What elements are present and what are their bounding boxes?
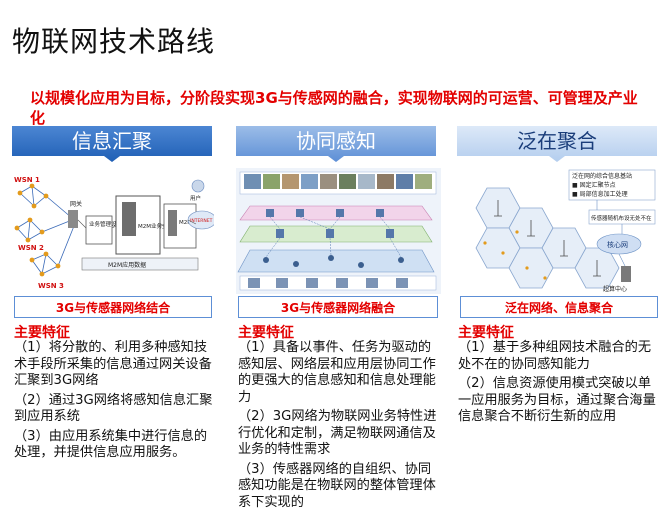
banner-label: 信息汇聚 xyxy=(72,129,152,153)
feature-item: （1）将分散的、利用多种感知技术手段所采集的信息通过网关设备汇聚到3G网络 xyxy=(14,340,212,388)
features-heading-2: 主要特征 xyxy=(238,325,294,341)
feature-item: （2）3G网络为物联网业务特性进行优化和定制，满足物联网通信及业务的特性需求 xyxy=(238,409,437,457)
diagram-ubiquitous-aggregation: 泛在网的综合信息基站 ■ 固定汇聚节点 ■ 局部信息加工处理 传感器随机布设无处… xyxy=(457,168,659,294)
user-label: 用户 xyxy=(190,194,201,202)
feature-item: （1）基于多种组网技术融合的无处不在的协同感知能力 xyxy=(458,340,652,372)
features-list-1: （1）将分散的、利用多种感知技术手段所采集的信息通过网关设备汇聚到3G网络 （2… xyxy=(14,340,214,465)
features-heading-1: 主要特征 xyxy=(14,325,70,341)
network-layer-plate xyxy=(239,225,433,243)
banner-ubiquitous-aggregation: 泛在聚合 xyxy=(457,126,657,162)
diagram-collaborative-sensing xyxy=(236,168,441,294)
callout-base-station: 泛在网的综合信息基站 xyxy=(572,172,632,180)
user-icon xyxy=(191,179,205,193)
feature-item: （2）信息资源使用模式突破以单一应用服务为目标，通过聚合海量信息聚合不断衍生新的… xyxy=(458,376,656,424)
features-list-3: （1）基于多种组网技术融合的无处不在的协同感知能力 （2）信息资源使用模式突破以… xyxy=(458,340,658,429)
features-list-2: （1）具备以事件、任务为驱动的感知层、网络层和应用层协同工作的更强大的信息感知和… xyxy=(238,340,442,514)
callout-fixed-node: ■ 固定汇聚节点 xyxy=(572,181,616,189)
gateway-icon xyxy=(68,210,78,228)
tag-ubiquitous-network: 泛在网络、信息聚合 xyxy=(460,296,658,318)
banner-label: 泛在聚合 xyxy=(517,129,597,153)
gateway-label: 网关 xyxy=(70,200,82,208)
feature-item: （1）具备以事件、任务为驱动的感知层、网络层和应用层协同工作的更强大的信息感知和… xyxy=(238,340,436,405)
server-icon xyxy=(122,202,136,236)
cell-hexagon xyxy=(508,247,554,289)
banner-label: 协同感知 xyxy=(296,129,376,153)
page-subtitle: 以规模化应用为目标，分阶段实现3G与传感网的融合，实现物联网的可运营、可管理及产… xyxy=(30,89,638,127)
db-label: M2M应用数据 xyxy=(108,261,146,269)
banner-collaborative-sensing: 协同感知 xyxy=(236,126,436,162)
diagram-info-aggregation: WSN 1 WSN 2 WSN 3 网关 业务管理设备 M2M业务支撑平台 M2… xyxy=(12,168,214,294)
tag-3g-sensor-combination: 3G与传感器网络结合 xyxy=(14,296,212,318)
features-heading-3: 主要特征 xyxy=(458,325,514,341)
tag-3g-sensor-fusion: 3G与传感器网络融合 xyxy=(238,296,438,318)
wsn-2-label: WSN 2 xyxy=(18,244,44,252)
feature-item: （3）由应用系统集中进行信息的处理，并提供信息应用服务。 xyxy=(14,428,208,461)
core-network-label: 核心网 xyxy=(607,240,628,249)
callout-local-processing: ■ 局部信息加工处理 xyxy=(572,190,628,198)
application-photo-strip xyxy=(239,171,437,195)
service-device-label: 业务管理设备 xyxy=(89,220,123,228)
banner-info-aggregation: 信息汇聚 xyxy=(12,126,212,162)
platform-label: M2M业务支撑平台 xyxy=(138,222,184,230)
supercomputer-icon xyxy=(621,266,631,282)
supercomputer-label: 超算中心 xyxy=(603,285,627,293)
page-title: 物联网技术路线 xyxy=(12,25,216,58)
callout-random-sensors: 传感器随机布设无处不在 xyxy=(591,214,652,222)
feature-item: （3）传感器网络的自组织、协同感知功能是在物联网的整体管理体系下实现的 xyxy=(238,461,436,510)
app-server-icon xyxy=(168,210,177,236)
sensing-layer-plate xyxy=(237,249,435,273)
feature-item: （2）通过3G网络将感知信息汇聚到应用系统 xyxy=(14,392,213,425)
internet-label: INTERNET xyxy=(190,218,213,224)
wsn-3-label: WSN 3 xyxy=(38,282,64,290)
wsn-1-label: WSN 1 xyxy=(14,176,40,184)
